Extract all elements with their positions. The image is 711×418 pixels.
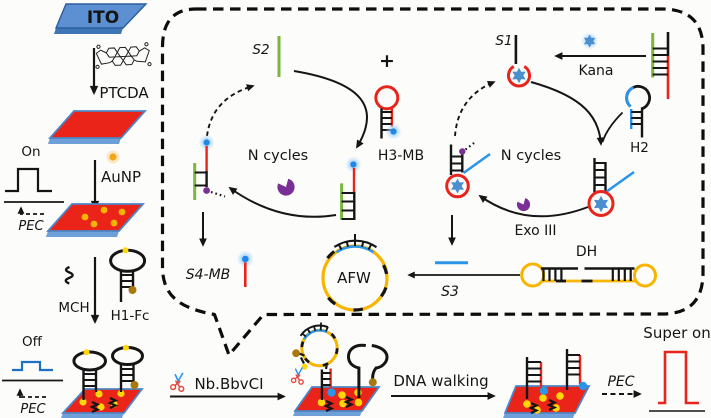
hairpin-on-electrode-icon (111, 344, 144, 392)
duplex-product-mb-icon (340, 156, 362, 220)
off-label: Off (22, 334, 43, 350)
ito-label: ITO (87, 8, 119, 28)
ito-electrode-icon (54, 3, 148, 34)
sensor-electrode-icon (60, 388, 144, 418)
s2-label: S2 (252, 42, 269, 58)
aunp-dot-icon (109, 153, 117, 161)
aunp-electrode-icon (45, 203, 146, 237)
aunp-label: AuNP (101, 168, 141, 186)
h3mb-label: H3-MB (378, 148, 424, 164)
n-cycles-right-label: N cycles (501, 148, 562, 164)
pacman-enzyme-icon (275, 177, 298, 199)
digested-complex-icon (445, 140, 491, 199)
square-wave-on-icon (5, 167, 52, 193)
scissors-icon (169, 372, 185, 393)
nbbvci-label: Nb.BbvCI (194, 375, 263, 393)
walker-duplex-icon (320, 368, 332, 400)
afw-label: AFW (337, 269, 371, 287)
hairpin-h2-icon (625, 84, 651, 138)
s4mb-strand-icon (236, 250, 255, 287)
arrow-s1-to-complex (530, 81, 605, 146)
arrow-complex-to-left (478, 194, 589, 218)
dh-dumbbell-icon (520, 262, 657, 288)
afw-circle-icon (321, 234, 389, 312)
opened-hairpin-icon (347, 343, 389, 398)
mch-label: MCH (58, 300, 89, 316)
s3-label: S3 (441, 284, 459, 300)
dna-walking-label: DNA walking (393, 372, 488, 390)
pec-final-label: PEC (607, 374, 634, 390)
arrow-h2-join (601, 111, 624, 143)
kana-label: Kana (579, 63, 614, 79)
s1-aptamer-icon (507, 35, 531, 88)
pec-arrow-on-icon (17, 206, 44, 215)
duplex-on-electrode-icon (565, 349, 588, 391)
arrow-dashed-to-s1 (454, 80, 496, 137)
pec-arrow-off-icon (16, 388, 46, 398)
aunp-dots (81, 206, 126, 228)
hairpin-on-electrode-icon (72, 349, 107, 400)
super-on-label: Super on (643, 324, 710, 342)
capture-duplex-icon (651, 32, 670, 99)
h1fc-label: H1-Fc (111, 308, 150, 324)
nicked-duplex-mb-icon (193, 134, 226, 200)
h2-complex-icon (587, 158, 635, 217)
s1-label: S1 (495, 33, 512, 49)
square-wave-super-on-icon (658, 350, 699, 405)
n-cycles-left-label: N cycles (248, 148, 309, 164)
ptcda-label: PTCDA (99, 84, 149, 102)
square-wave-off-icon (12, 360, 53, 372)
mch-squiggle-icon (64, 265, 74, 285)
hairpin-h1fc-icon (109, 247, 147, 302)
duplex-on-electrode-icon (525, 357, 549, 399)
h2-label: H2 (630, 140, 649, 156)
hairpin-h3mb-icon (374, 85, 402, 140)
on-label: On (21, 144, 40, 160)
aunp-dot-halo (106, 150, 120, 164)
dh-label: DH (576, 244, 597, 260)
scissors-icon (290, 367, 304, 385)
exo3-enzyme-icon (515, 197, 533, 214)
arrow-s2-to-duplex (293, 70, 368, 149)
ptcda-electrode-icon (47, 110, 148, 144)
pec-off-label: PEC (20, 402, 46, 417)
ptcda-molecule-icon (95, 42, 152, 69)
blue-dot-icon (327, 388, 336, 397)
walker-electrode-icon (293, 386, 381, 416)
arrow-dashed-to-s2 (206, 84, 255, 137)
s4mb-label: S4-MB (186, 267, 231, 283)
exo3-label: Exo III (514, 223, 556, 239)
pec-on-label: PEC (18, 219, 44, 234)
walker-afw-icon (292, 322, 339, 370)
speech-bubble (160, 7, 705, 357)
arrow-duplex-to-left (228, 186, 337, 218)
plus-sign: + (379, 50, 395, 72)
fc-dot-icon (368, 378, 377, 387)
